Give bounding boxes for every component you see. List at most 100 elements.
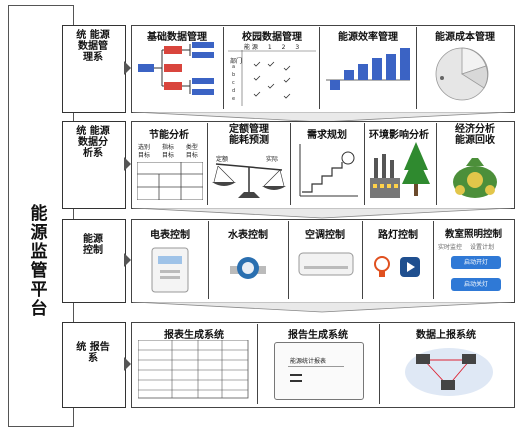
- tag-text: 选别: [138, 144, 151, 151]
- light-on-label: 启动开灯: [463, 259, 488, 266]
- cell-title-quota: 定额管理 能耗预测: [209, 124, 289, 146]
- platform-title-char: 源: [30, 223, 48, 243]
- tag-text: 类型: [185, 144, 198, 151]
- cell-title-report-gen: 报告生成系统: [288, 330, 348, 341]
- system-label-data-analysis: 统 能源数据分析系: [76, 126, 110, 159]
- arrow-right-icon: [124, 357, 131, 371]
- recovery-title: 能源回收: [455, 135, 495, 146]
- quota-title: 定额管理: [229, 124, 269, 135]
- light-tabs: 实时监控 设置计划: [438, 242, 512, 251]
- light-on-button[interactable]: 启动开灯: [451, 256, 501, 269]
- economy-title: 经济分析: [455, 124, 495, 135]
- water-meter-icon: [230, 257, 266, 279]
- divider: [290, 123, 291, 205]
- cell-title-electric-meter: 电表控制: [150, 230, 190, 241]
- campus-row-head: 部门: [230, 58, 243, 65]
- arrow-right-icon: [124, 61, 131, 75]
- system-label-data-management: 统 能源数据管理系: [76, 30, 110, 63]
- cell-title-demand: 需求规划: [307, 130, 347, 141]
- divider: [379, 324, 380, 404]
- divider: [288, 366, 344, 367]
- streetlight-icon: [374, 256, 420, 277]
- statement-table-icon: [138, 340, 249, 399]
- cell-title-water-meter: 水表控制: [228, 230, 268, 241]
- svg-text:c: c: [232, 80, 235, 86]
- system-label-report: 统 报告系: [76, 342, 110, 364]
- report-line-mark: [290, 374, 302, 376]
- scale-right-label: 实际: [266, 156, 279, 163]
- light-off-button[interactable]: 启动关灯: [451, 278, 501, 291]
- tag-text: 目标: [138, 152, 151, 159]
- table-head-cell: 2: [281, 44, 286, 51]
- cell-title-environment: 环境影响分析: [369, 130, 429, 141]
- air-conditioner-icon: [298, 252, 354, 276]
- arrow-right-icon: [124, 253, 131, 267]
- cell-title-data-upload: 数据上报系统: [416, 330, 476, 341]
- tag-text: 目标: [185, 152, 198, 159]
- divider: [223, 27, 224, 109]
- electric-meter-icon: [151, 247, 189, 293]
- divider: [416, 27, 417, 109]
- platform-title-char: 能: [30, 204, 48, 224]
- cell-title-efficiency: 能源效率管理: [338, 32, 398, 43]
- cell-title-classroom-light: 教室照明控制: [444, 229, 502, 240]
- stairs-chart-icon: [299, 144, 358, 197]
- network-cloud-icon: [405, 348, 493, 396]
- divider: [319, 27, 320, 109]
- divider: [433, 221, 434, 299]
- platform-title: 能 源 监 管 平 台: [22, 205, 56, 319]
- chevron-down-icon: [133, 208, 511, 219]
- factory-tree-icon: [370, 142, 430, 198]
- platform-title-char: 平: [30, 280, 48, 300]
- svg-text:a: a: [232, 64, 235, 70]
- light-off-label: 启动关灯: [463, 281, 488, 288]
- chevron-down-icon: [133, 112, 511, 123]
- tab-realtime[interactable]: 实时监控: [438, 244, 463, 251]
- system-box-report: [62, 322, 126, 408]
- platform-title-char: 监: [30, 242, 48, 262]
- tab-schedule[interactable]: 设置计划: [469, 244, 494, 251]
- system-box-energy-control: [62, 219, 126, 303]
- platform-title-char: 台: [30, 299, 48, 319]
- energy-saving-tags: 选别 指标 类型 目标 目标 目标: [138, 144, 204, 160]
- chevron-down-icon: [133, 302, 511, 313]
- platform-title-char: 管: [30, 261, 48, 281]
- system-label-energy-control: 能源控制: [83, 234, 103, 256]
- system-box-data-analysis: [62, 121, 126, 209]
- balance-scale-icon: [212, 163, 286, 198]
- table-head-cell: 能 源: [244, 44, 258, 51]
- money-bag-icon: [453, 158, 497, 198]
- cell-title-basic-data: 基础数据管理: [147, 32, 207, 43]
- forecast-title: 能耗预测: [229, 135, 269, 146]
- tree-diagram-icon: [138, 42, 214, 95]
- cell-title-cost: 能源成本管理: [435, 32, 495, 43]
- pie-chart-icon: [435, 47, 489, 101]
- cell-title-energy-saving: 节能分析: [149, 130, 189, 141]
- tag-text: 指标: [161, 144, 174, 151]
- bar-chart-icon: [326, 48, 410, 90]
- scale-left-label: 定额: [216, 156, 229, 163]
- table-head-cell: 1: [267, 44, 272, 51]
- system-box-data-management: [62, 25, 126, 113]
- checklist-icon: abc de: [228, 50, 316, 106]
- cell-title-economy: 经济分析 能源回收: [437, 124, 513, 146]
- cell-title-streetlight: 路灯控制: [378, 230, 418, 241]
- divider: [362, 221, 363, 299]
- report-doc-title: 能源统计报表: [290, 358, 327, 365]
- cell-title-campus-data: 校园数据管理: [242, 32, 302, 43]
- table-head-cell: 3: [295, 44, 300, 51]
- report-document: [274, 342, 364, 400]
- divider: [288, 221, 289, 299]
- report-line-mark: [290, 380, 302, 382]
- cell-title-aircon: 空调控制: [305, 230, 345, 241]
- svg-text:b: b: [232, 72, 235, 78]
- divider: [207, 123, 208, 205]
- svg-text:d: d: [232, 88, 235, 94]
- svg-text:e: e: [232, 96, 235, 102]
- panel-data-analysis: [131, 121, 515, 209]
- divider: [257, 324, 258, 404]
- divider: [208, 221, 209, 299]
- cell-title-statement: 报表生成系统: [164, 330, 224, 341]
- divider: [436, 123, 437, 205]
- campus-table-head: 能 源 1 2 3: [244, 42, 314, 51]
